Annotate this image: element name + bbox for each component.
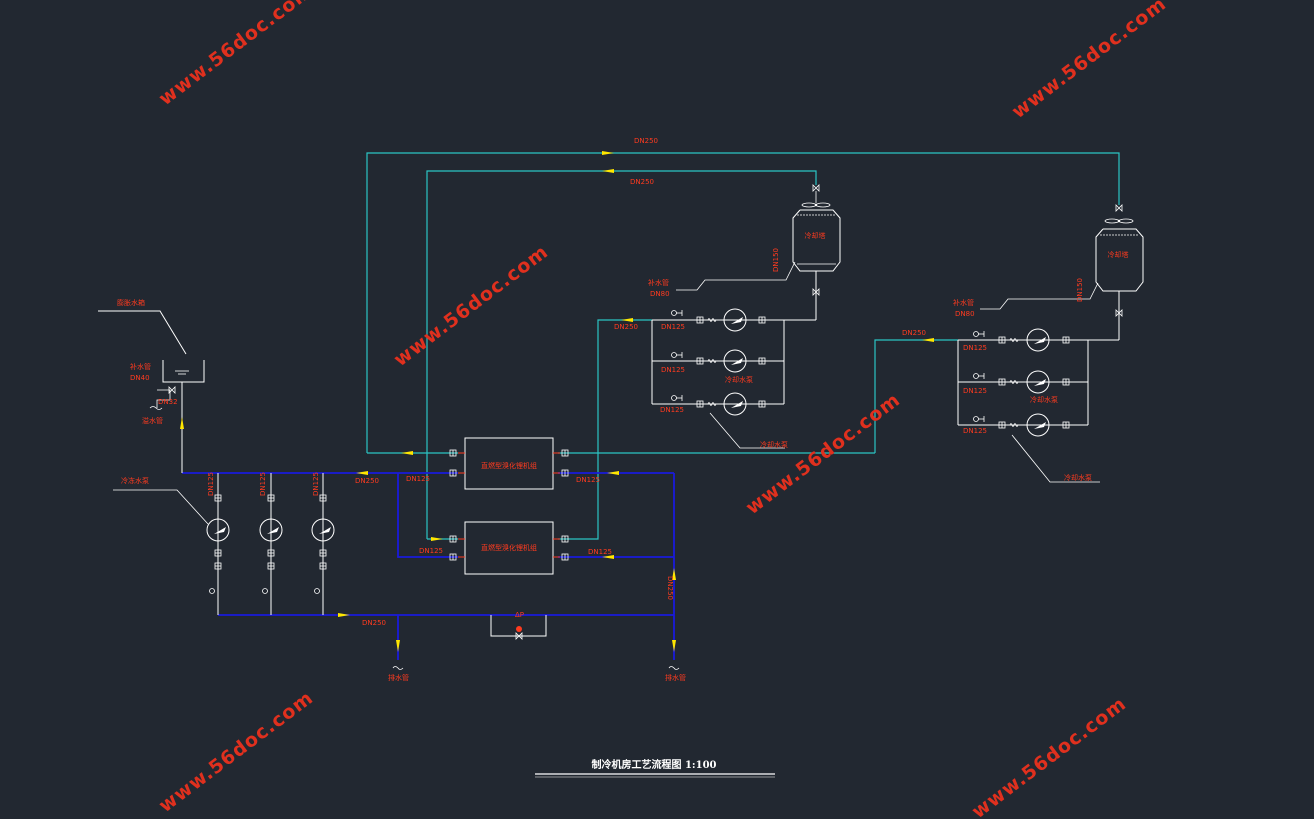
pump-group-2-label: 冷却水泵 xyxy=(1030,395,1058,404)
tower-makeup-2-label: 补水管 xyxy=(953,298,974,307)
chilled-pump-columns xyxy=(217,473,324,615)
pump-group-1-label: 冷却水泵 xyxy=(725,375,753,384)
pipe-size-labels: DN250 DN250 DN250 DN250 DN125 DN125 DN12… xyxy=(207,137,1084,627)
chiller-upper[interactable]: 直燃型溴化锂机组 xyxy=(464,437,554,490)
drain-1-label: 排水管 xyxy=(388,673,409,682)
chilled-pump-1[interactable] xyxy=(206,494,230,594)
pump-group-1 xyxy=(651,319,816,405)
pipe-size-label: DN125 xyxy=(661,323,685,331)
pipe-size-label: DN150 xyxy=(1076,278,1084,302)
cooling-tower-1[interactable]: 冷却塔 xyxy=(792,184,841,320)
watermark: www.56doc.com xyxy=(968,693,1131,819)
watermark: www.56doc.com xyxy=(155,687,318,817)
tower-makeup-2-size: DN80 xyxy=(955,310,975,318)
pipe-size-label: DN250 xyxy=(666,576,674,600)
drawing-title-block: 制冷机房工艺流程图 1:100 xyxy=(535,758,775,778)
pipe-size-label: DN125 xyxy=(661,366,685,374)
makeup-line-label: 补水管 xyxy=(130,362,151,371)
cooling-water-piping xyxy=(366,152,1120,540)
drain-2-label: 排水管 xyxy=(665,673,686,682)
pipe-size-label: DN125 xyxy=(259,472,267,496)
pipe-size-label: DN250 xyxy=(630,178,654,186)
watermark: www.56doc.com xyxy=(1008,0,1171,123)
cooling-tower-2-label: 冷却塔 xyxy=(1108,250,1129,259)
tower-makeup-1-size: DN80 xyxy=(650,290,670,298)
chiller-upper-label: 直燃型溴化锂机组 xyxy=(481,461,537,470)
dp-valve-label: ΔP xyxy=(515,611,524,619)
chiller-lower[interactable]: 直燃型溴化锂机组 xyxy=(464,521,554,575)
pipe-size-label: DN125 xyxy=(660,406,684,414)
watermark: www.56doc.com xyxy=(155,0,318,110)
pipe-size-label: DN125 xyxy=(963,344,987,352)
cooling-tower-1-label: 冷却塔 xyxy=(805,231,826,240)
flow-arrows xyxy=(180,151,934,652)
pump-group-2-callout: 冷却水泵 xyxy=(1064,473,1092,482)
equipment-labels: 膨胀水箱 补水管 DN40 DN32 溢水管 冷冻水泵 补水管 DN80 补水管… xyxy=(117,278,1092,682)
overflow-size-label: DN32 xyxy=(158,398,178,406)
pipe-size-label: DN250 xyxy=(614,323,638,331)
chilled-pump-callout: 冷冻水泵 xyxy=(121,476,149,485)
pipe-size-label: DN125 xyxy=(588,548,612,556)
fan-icon xyxy=(801,202,831,208)
pump-group-1-callout: 冷却水泵 xyxy=(760,440,788,449)
pipe-size-label: DN125 xyxy=(406,475,430,483)
watermark: www.56doc.com xyxy=(390,241,553,371)
drains xyxy=(392,666,680,670)
pipe-size-label: DN125 xyxy=(207,472,215,496)
fan-icon xyxy=(1104,218,1134,224)
chiller-lower-label: 直燃型溴化锂机组 xyxy=(481,543,537,552)
chilled-pump-2[interactable] xyxy=(259,494,283,594)
watermark: www.56doc.com xyxy=(742,389,905,519)
cooling-tower-2[interactable]: 冷却塔 xyxy=(1095,204,1144,340)
makeup-size-label: DN40 xyxy=(130,374,150,382)
chilled-pump-3[interactable] xyxy=(311,494,335,594)
pipe-size-label: DN125 xyxy=(312,472,320,496)
chilled-pumps xyxy=(206,494,335,594)
pipe-size-label: DN250 xyxy=(634,137,658,145)
expansion-tank-label: 膨胀水箱 xyxy=(117,298,145,307)
pipe-size-label: DN250 xyxy=(355,477,379,485)
pipe-size-label: DN125 xyxy=(963,387,987,395)
pipe-size-label: DN125 xyxy=(576,476,600,484)
drawing-title: 制冷机房工艺流程图 1:100 xyxy=(591,758,716,771)
pump-group-1-units xyxy=(671,308,766,416)
differential-pressure-bypass[interactable] xyxy=(490,615,547,640)
pipe-size-label: DN125 xyxy=(419,547,443,555)
pump-group-2 xyxy=(957,339,1119,426)
pipe-size-label: DN125 xyxy=(963,427,987,435)
leader-lines xyxy=(113,261,1100,525)
pipe-size-label: DN150 xyxy=(772,248,780,272)
tower-makeup-1-label: 补水管 xyxy=(648,278,669,287)
chiller-connection-valves xyxy=(449,449,569,561)
pipe-size-label: DN250 xyxy=(362,619,386,627)
expansion-tank[interactable] xyxy=(98,310,205,473)
chilled-water-piping xyxy=(182,472,675,660)
pipe-size-label: DN250 xyxy=(902,329,926,337)
overflow-label: 溢水管 xyxy=(142,416,163,425)
